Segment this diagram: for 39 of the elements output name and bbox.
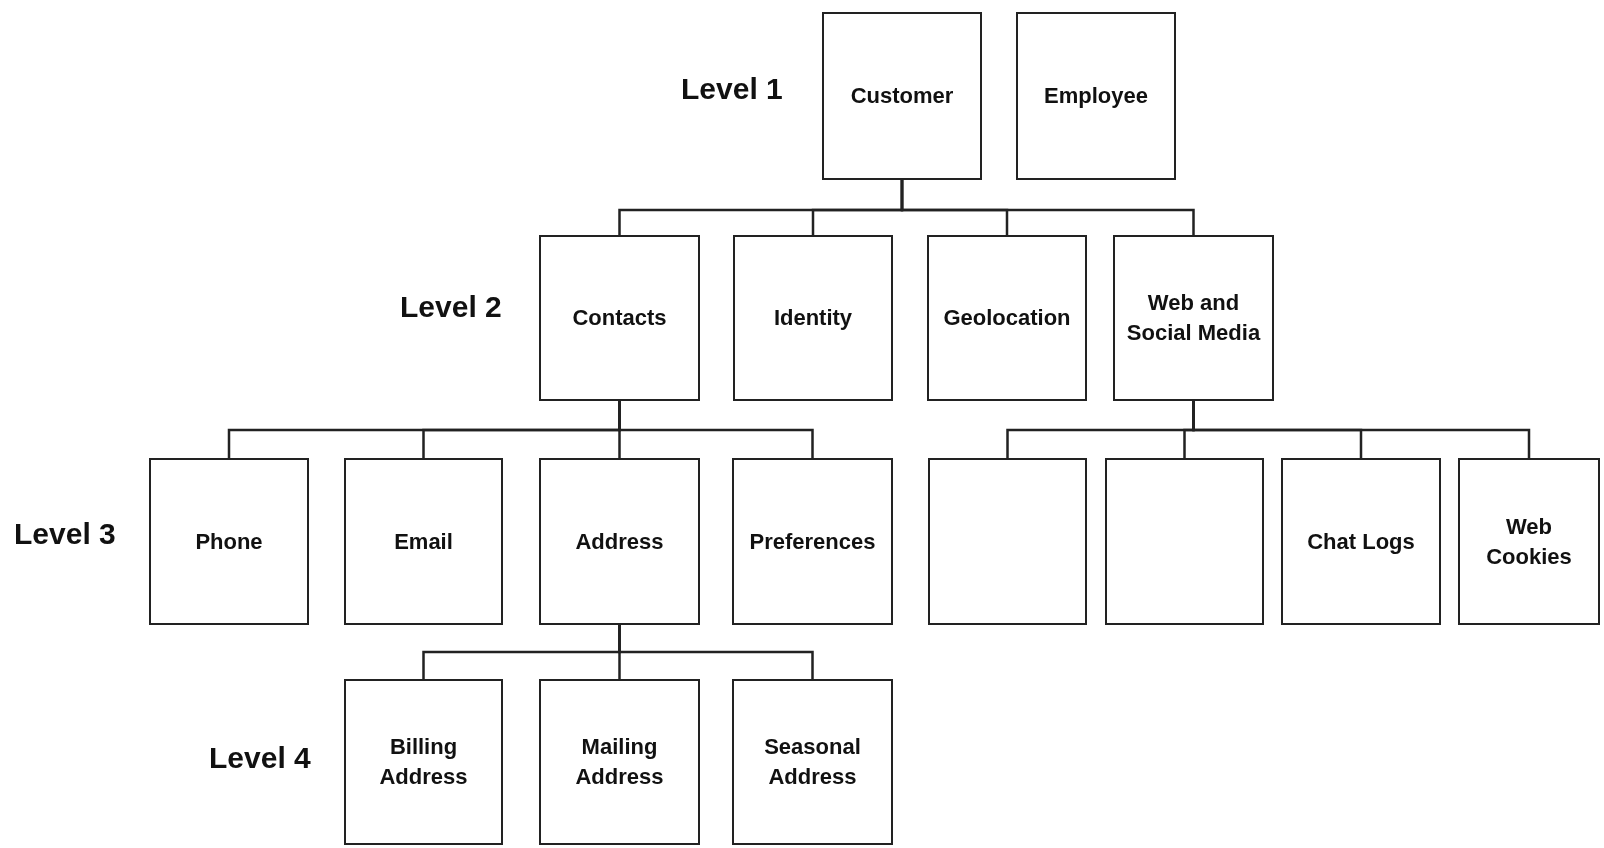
box-label: Preferences: [748, 527, 877, 556]
level-label: Level 2: [400, 290, 502, 324]
category-box: [1458, 458, 1600, 625]
category-box: [732, 679, 893, 845]
box-label: Seasonal Address: [763, 733, 862, 791]
connector-line: [1192, 401, 1531, 458]
box-label: Billing Address: [378, 733, 469, 791]
box-label: Email: [393, 527, 454, 556]
category-box: [732, 458, 893, 625]
box-label: Phone: [194, 527, 264, 556]
category-box: [149, 458, 309, 625]
empty-box: [928, 458, 1087, 625]
category-box: [539, 235, 700, 401]
box-label: Identity: [772, 304, 854, 333]
box-label: Geolocation: [942, 304, 1072, 333]
connector-line: [900, 180, 1195, 235]
category-box: [344, 679, 503, 845]
box-label: Chat Logs: [1306, 527, 1416, 556]
box-label: Web Cookies: [1485, 512, 1573, 571]
level-label: Level 4: [209, 741, 311, 775]
category-box: [1281, 458, 1441, 625]
box-label: Customer: [849, 82, 955, 111]
box-label: Employee: [1043, 82, 1149, 111]
box-label: Web and Social Media: [1125, 289, 1262, 347]
category-box: [344, 458, 503, 625]
box-label: Contacts: [571, 304, 668, 333]
empty-box: [1105, 458, 1264, 625]
level-label: Level 1: [681, 72, 783, 106]
box-label: Address: [574, 527, 665, 556]
box-label: Mailing Address: [574, 733, 665, 791]
category-box: [1113, 235, 1274, 401]
level-label: Level 3: [14, 517, 116, 551]
category-box: [927, 235, 1087, 401]
category-box: [822, 12, 982, 180]
category-box: [539, 458, 700, 625]
category-box: [539, 679, 700, 845]
connector-line: [618, 625, 814, 679]
category-box: [1016, 12, 1176, 180]
category-box: [733, 235, 893, 401]
